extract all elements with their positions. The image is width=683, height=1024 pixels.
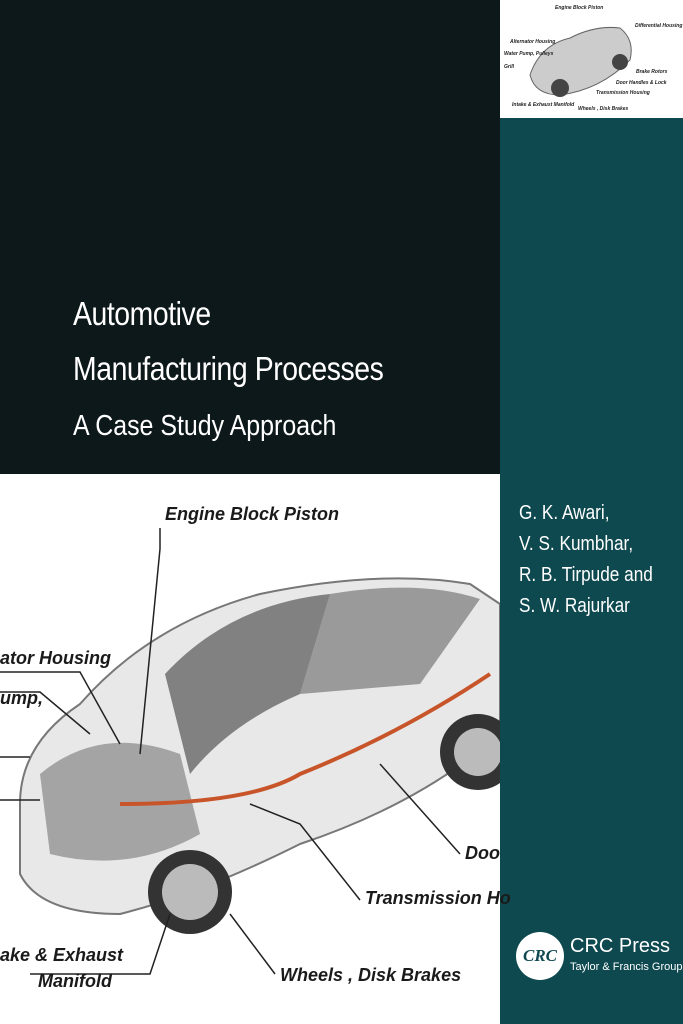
author: G. K. Awari,	[519, 502, 610, 524]
thumb-label: Wheels , Disk Brakes	[578, 106, 629, 112]
label-engine-block-piston: Engine Block Piston	[165, 504, 340, 524]
label-water-pump: ump,	[0, 688, 43, 708]
label-wheels-disk-brakes: Wheels , Disk Brakes	[280, 965, 462, 985]
title-panel	[0, 0, 500, 474]
author-panel	[500, 118, 683, 1024]
thumbnail-car-image	[529, 27, 632, 97]
thumb-label: Door Handles & Lock	[616, 80, 667, 86]
subtitle: A Case Study Approach	[73, 410, 337, 442]
thumb-label: Brake Rotors	[636, 69, 668, 75]
thumb-label: Differential Housing	[635, 23, 683, 29]
title-line-1: Automotive	[73, 295, 211, 332]
author: V. S. Kumbhar,	[519, 533, 634, 555]
label-door-handles: Doo	[465, 843, 500, 863]
thumb-label: Water Pump, Pulleys	[504, 51, 554, 57]
author: R. B. Tirpude and	[519, 564, 653, 586]
publisher-group: Taylor & Francis Group	[570, 961, 683, 973]
crc-logo: CRC	[516, 932, 564, 980]
cover-thumbnail: Engine Block Piston Differential Housing…	[500, 0, 683, 118]
car-cutaway-illustration	[0, 528, 500, 975]
thumb-label: Grill	[504, 64, 515, 70]
thumb-label: Intake & Exhaust Manifold	[512, 102, 575, 108]
title-line-2: Manufacturing Processes	[73, 350, 384, 387]
label-intake-exhaust: ake & Exhaust	[0, 945, 124, 965]
label-alternator-housing: ator Housing	[0, 648, 111, 668]
thumb-label: Alternator Housing	[510, 39, 556, 45]
label-manifold: Manifold	[38, 971, 112, 991]
publisher-name: CRC Press	[570, 935, 671, 957]
label-transmission-housing: Transmission Ho	[365, 888, 511, 908]
thumb-label: Engine Block Piston	[555, 5, 604, 11]
thumb-label: Transmission Housing	[596, 90, 650, 96]
author: S. W. Rajurkar	[519, 595, 630, 617]
